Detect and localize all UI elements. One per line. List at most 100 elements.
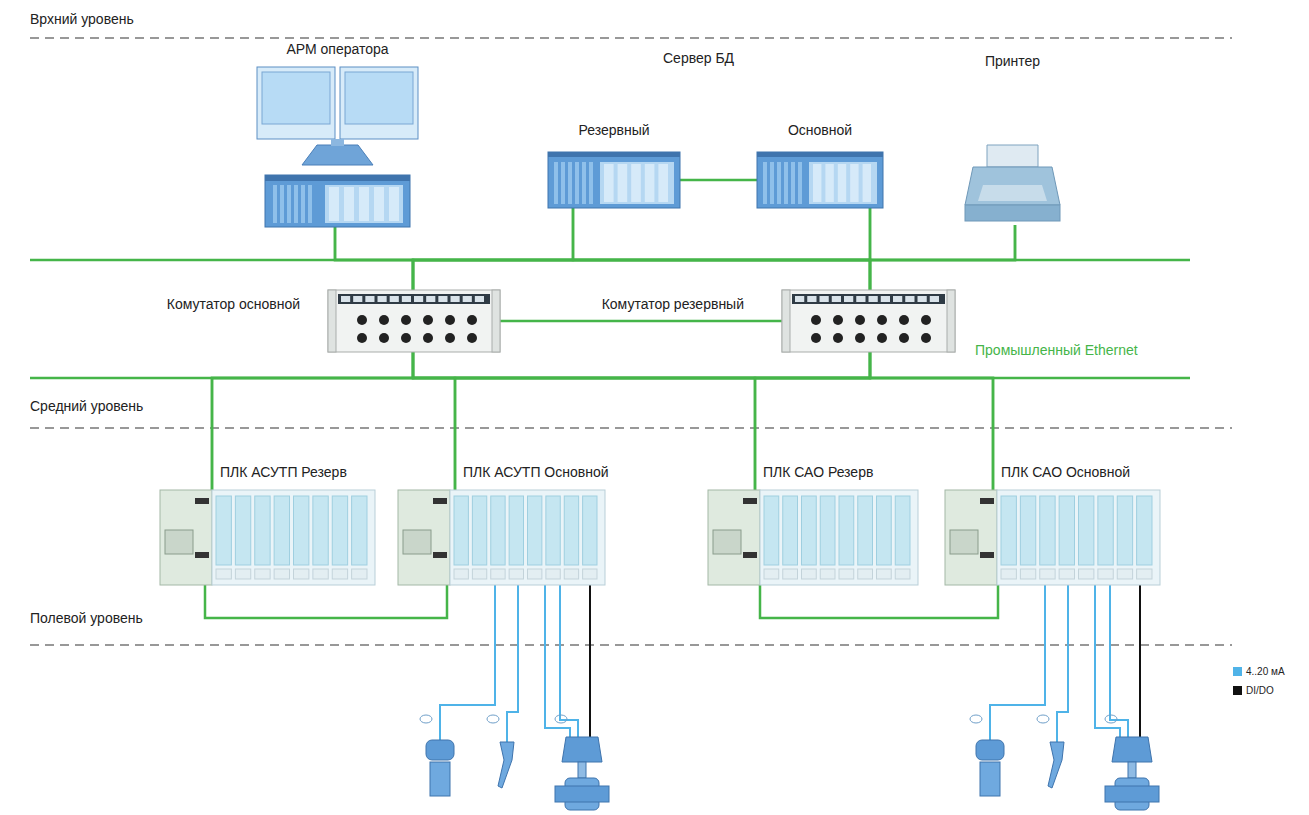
- field-wire: [589, 585, 591, 737]
- icon-part: [792, 294, 945, 304]
- icon-part: [328, 290, 500, 352]
- port-dot: [379, 315, 389, 325]
- icon-part: [856, 296, 865, 302]
- icon-part: [491, 569, 505, 579]
- ex-symbol: [420, 715, 432, 723]
- icon-part: [195, 498, 209, 504]
- icon-part: [359, 187, 369, 221]
- icon-part: [763, 162, 767, 204]
- port-dot: [833, 333, 843, 343]
- icon-part: [795, 296, 804, 302]
- icon-part: [398, 490, 450, 585]
- icon-part: [546, 569, 560, 579]
- valve-flange: [555, 786, 609, 802]
- field-wire: [560, 585, 578, 737]
- icon-part: [294, 569, 309, 579]
- field-group: [420, 585, 609, 810]
- icon-shapes: [965, 145, 1060, 221]
- icon-part: [839, 569, 854, 579]
- transmitter-head: [426, 740, 454, 760]
- port-dot: [877, 333, 887, 343]
- field-wire: [1095, 585, 1120, 737]
- switch-node: Комутатор резервный: [782, 290, 955, 352]
- icon-part: [838, 164, 846, 202]
- port-dot: [921, 333, 931, 343]
- icon-part: [454, 496, 468, 565]
- field-wire: [1110, 585, 1128, 737]
- icon-part: [195, 552, 209, 558]
- icon-part: [757, 152, 883, 208]
- icon-part: [450, 490, 605, 585]
- ethernet-link: [680, 179, 757, 182]
- icon-part: [402, 296, 411, 302]
- icon-part: [965, 167, 1060, 205]
- icon-part: [791, 162, 795, 204]
- icon-part: [877, 496, 892, 565]
- ethernet-link: [573, 208, 870, 290]
- icon-part: [308, 185, 312, 223]
- icon-part: [743, 552, 757, 558]
- icon-part: [945, 490, 997, 585]
- icon-part: [807, 296, 816, 302]
- icon-part: [980, 552, 994, 558]
- icon-part: [802, 569, 817, 579]
- icon-part: [255, 496, 270, 565]
- icon-part: [329, 187, 339, 221]
- icon-part: [265, 175, 410, 181]
- icon-part: [274, 569, 289, 579]
- icon-part: [1020, 569, 1035, 579]
- icon-part: [783, 569, 798, 579]
- apm-node: АРМ оператора: [255, 65, 420, 227]
- apm-icon: [255, 65, 420, 227]
- icon-shapes: [945, 490, 1160, 585]
- icon-part: [918, 296, 927, 302]
- icon-part: [877, 569, 892, 579]
- icon-part: [1059, 569, 1074, 579]
- icon-part: [374, 187, 384, 221]
- icon-part: [905, 296, 914, 302]
- icon-part: [341, 296, 350, 302]
- switch-node: Комутатор основной: [328, 290, 500, 352]
- switch-icon: [328, 290, 500, 352]
- icon-part: [548, 152, 680, 208]
- icon-part: [832, 296, 841, 302]
- port-dot: [379, 333, 389, 343]
- field-wire: [507, 585, 518, 742]
- icon-part: [389, 187, 399, 221]
- icon-part: [978, 185, 1047, 201]
- icon-part: [895, 496, 910, 565]
- server-icon: [548, 152, 680, 208]
- level-label: Промышленный Ethernet: [975, 342, 1138, 358]
- icon-part: [340, 67, 418, 139]
- icon-part: [782, 290, 790, 352]
- icon-part: [564, 496, 578, 565]
- transmitter-body: [980, 762, 1000, 796]
- icon-part: [1040, 569, 1055, 579]
- icon-part: [313, 496, 328, 565]
- icon-part: [433, 498, 447, 504]
- icon-part: [858, 496, 873, 565]
- legend-text: DI/DO: [1246, 685, 1274, 696]
- field-wire: [545, 585, 570, 737]
- icon-part: [353, 296, 362, 302]
- ethernet-link: [413, 352, 755, 490]
- port-dot: [423, 315, 433, 325]
- server-node: Резервный: [548, 152, 680, 208]
- level-divider: [30, 37, 1232, 38]
- server-node: Основной: [757, 152, 883, 208]
- icon-shapes: [160, 490, 375, 585]
- ethernet-bus: [30, 260, 1190, 378]
- icon-part: [160, 490, 212, 585]
- icon-part: [997, 490, 1160, 585]
- icon-part: [454, 569, 468, 579]
- valve-stem: [1128, 762, 1136, 778]
- icon-shapes: [548, 152, 680, 208]
- port-dot: [833, 315, 843, 325]
- port-dot: [445, 333, 455, 343]
- icon-part: [294, 185, 298, 223]
- port-dot: [877, 315, 887, 325]
- port-dot: [811, 333, 821, 343]
- port-dot: [445, 315, 455, 325]
- icon-part: [583, 569, 597, 579]
